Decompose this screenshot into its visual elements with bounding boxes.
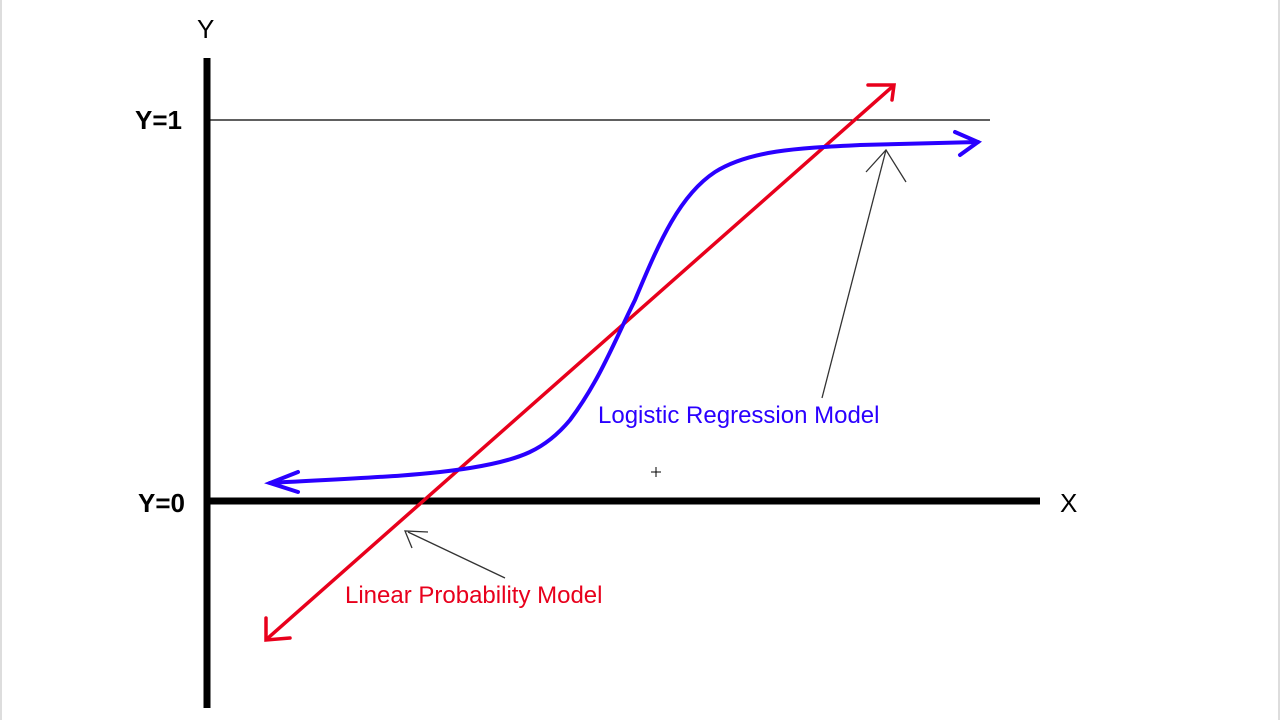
- arrowhead-left: [264, 470, 300, 494]
- linear-annotation: Linear Probability Model: [345, 582, 602, 609]
- arrowhead-bottom: [264, 616, 292, 642]
- y-axis-label: Y: [197, 14, 214, 44]
- y0-label: Y=0: [138, 488, 185, 518]
- logistic-annotation: Logistic Regression Model: [598, 402, 879, 429]
- x-axis-label: X: [1060, 488, 1077, 518]
- arrowhead-right: [953, 130, 983, 157]
- arrowhead-top: [866, 83, 896, 102]
- linear-pointer: [404, 530, 506, 579]
- logistic-model-curve: [264, 130, 983, 494]
- y1-label: Y=1: [135, 105, 182, 135]
- logistic-pointer: [821, 148, 907, 399]
- linear-model-line: [264, 83, 896, 642]
- cursor-crosshair-icon: [651, 467, 661, 477]
